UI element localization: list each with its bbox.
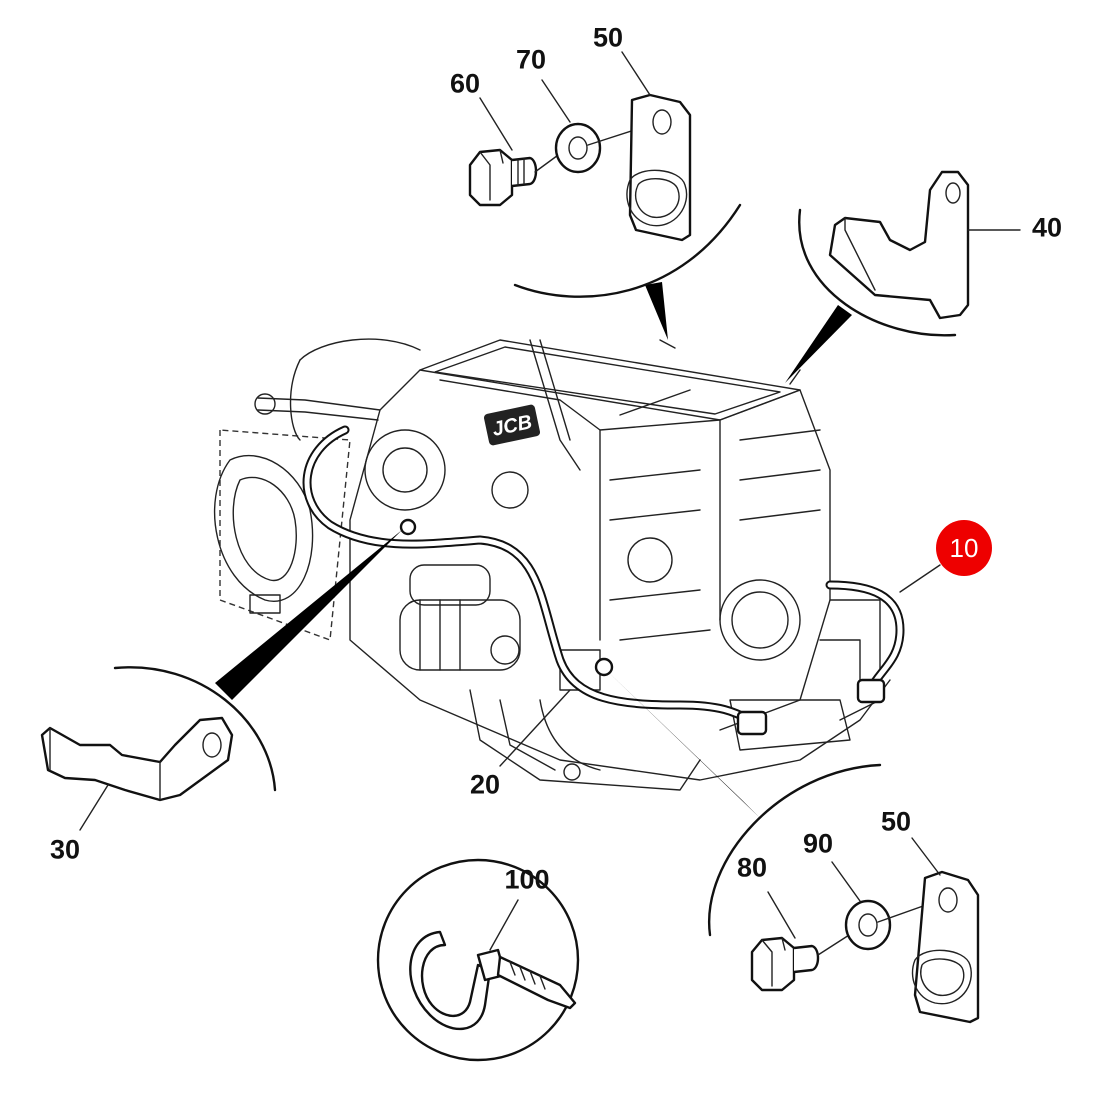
detail-bottom-fasteners xyxy=(750,870,980,1024)
bolt-80 xyxy=(750,936,820,992)
washer-70 xyxy=(554,122,602,174)
callout-50-bottom[interactable]: 50 xyxy=(880,806,912,837)
bracket-50-bottom xyxy=(911,870,980,1024)
callout-60[interactable]: 60 xyxy=(449,68,481,99)
bolt-60 xyxy=(468,148,538,207)
engine-block: JCB xyxy=(213,338,891,791)
jcb-logo-plate: JCB xyxy=(483,404,541,446)
callout-10[interactable]: 10 xyxy=(949,533,979,563)
bracket-50-top xyxy=(626,93,692,242)
bracket-40 xyxy=(828,170,970,320)
callout-80[interactable]: 80 xyxy=(736,852,768,883)
detail-top-fasteners xyxy=(468,93,692,242)
leader-lines xyxy=(499,339,941,767)
detail-arcs xyxy=(113,203,957,1062)
washer-90 xyxy=(844,899,892,951)
callout-20[interactable]: 20 xyxy=(469,769,501,800)
callout-50-top[interactable]: 50 xyxy=(592,22,624,53)
callout-40[interactable]: 40 xyxy=(1031,212,1063,243)
callout-70[interactable]: 70 xyxy=(515,44,547,75)
callout-30[interactable]: 30 xyxy=(49,834,81,865)
bracket-30 xyxy=(40,716,234,802)
callout-100[interactable]: 100 xyxy=(504,864,550,895)
highlight-marker xyxy=(936,520,992,576)
cable-tie-100 xyxy=(409,930,577,1030)
oil-hose-assembly xyxy=(302,425,905,736)
callout-90[interactable]: 90 xyxy=(802,828,834,859)
detail-pointers xyxy=(215,282,852,818)
